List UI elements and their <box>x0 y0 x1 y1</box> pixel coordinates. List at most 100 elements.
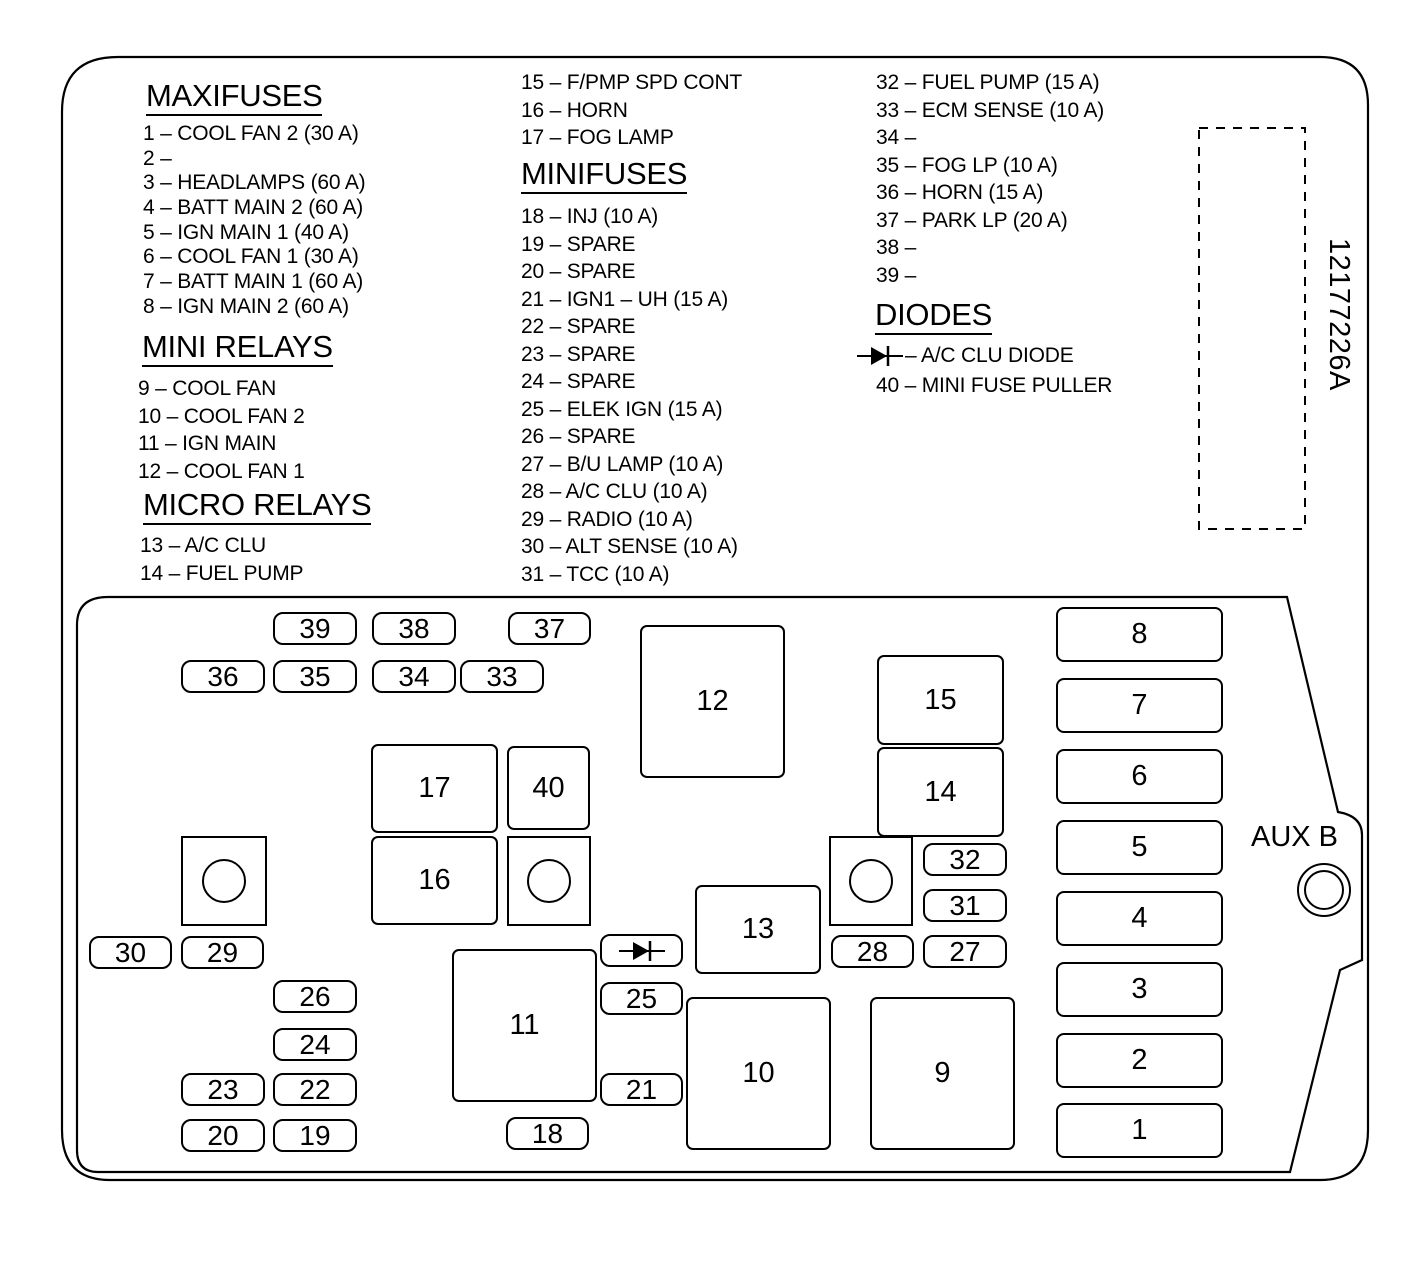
minifuse-slot-19[interactable]: 19 <box>273 1119 357 1152</box>
list-item: 19 – SPARE <box>521 232 636 256</box>
minifuse-slot-39[interactable]: 39 <box>273 612 357 645</box>
maxifuse-slot-6[interactable]: 6 <box>1056 749 1223 804</box>
list-item: 12 – COOL FAN 1 <box>138 459 305 483</box>
list-item: 39 – <box>876 263 917 287</box>
minifuse-slot-31[interactable]: 31 <box>923 889 1007 922</box>
list-item: 18 – INJ (10 A) <box>521 205 659 228</box>
maxifuse-slot-1[interactable]: 1 <box>1056 1103 1223 1158</box>
minifuse-slot-22[interactable]: 22 <box>273 1073 357 1106</box>
list-item: 28 – A/C CLU (10 A) <box>521 480 708 503</box>
relay-slot-14[interactable]: 14 <box>877 747 1004 837</box>
list-item: 13 – A/C CLU <box>140 534 266 557</box>
list-item: 8 – IGN MAIN 2 (60 A) <box>143 294 349 318</box>
relay-slot-9[interactable]: 9 <box>870 997 1015 1150</box>
minifuses-list-b: 32 – FUEL PUMP (15 A) 33 – ECM SENSE (10… <box>876 69 1104 289</box>
minifuse-slot-34[interactable]: 34 <box>372 660 456 693</box>
list-item: 5 – IGN MAIN 1 (40 A) <box>143 220 349 244</box>
list-item: 4 – BATT MAIN 2 (60 A) <box>143 196 364 220</box>
diode-slot[interactable] <box>600 934 683 967</box>
list-item: 27 – B/U LAMP (10 A) <box>521 452 724 476</box>
part-number: 12177226A <box>1323 238 1355 391</box>
mounting-hole-right <box>829 836 913 926</box>
diode-legend-item: – A/C CLU DIODE <box>857 343 1074 369</box>
list-item: 15 – F/PMP SPD CONT <box>521 71 743 94</box>
relay-slot-13[interactable]: 13 <box>695 885 821 974</box>
minifuse-slot-30[interactable]: 30 <box>89 936 172 969</box>
diode-legend-text: – A/C CLU DIODE <box>905 344 1074 367</box>
list-item: 17 – FOG LAMP <box>521 126 674 149</box>
maxifuse-slot-7[interactable]: 7 <box>1056 678 1223 733</box>
list-item: 7 – BATT MAIN 1 (60 A) <box>143 270 364 294</box>
maxifuse-slot-2[interactable]: 2 <box>1056 1033 1223 1088</box>
aux-b-label: AUX B <box>1251 821 1339 853</box>
mounting-hole-left <box>181 836 267 926</box>
minifuse-slot-32[interactable]: 32 <box>923 843 1007 876</box>
list-item: 38 – <box>876 236 917 259</box>
minifuses-list-a: 18 – INJ (10 A) 19 – SPARE 20 – SPARE 21… <box>521 203 738 588</box>
list-item: 29 – RADIO (10 A) <box>521 507 693 531</box>
list-item: 10 – COOL FAN 2 <box>138 404 305 428</box>
minifuse-slot-27[interactable]: 27 <box>923 935 1007 968</box>
minifuse-slot-23[interactable]: 23 <box>181 1073 265 1106</box>
list-item: 33 – ECM SENSE (10 A) <box>876 98 1105 122</box>
relay-slot-16[interactable]: 16 <box>371 836 498 925</box>
maxifuse-slot-3[interactable]: 3 <box>1056 962 1223 1017</box>
puller-legend: 40 – MINI FUSE PULLER <box>876 372 1112 400</box>
maxifuses-list: 1 – COOL FAN 2 (30 A) 2 – 3 – HEADLAMPS … <box>143 122 366 320</box>
minifuse-slot-18[interactable]: 18 <box>506 1117 589 1150</box>
maxifuses-heading: MAXIFUSES <box>146 80 323 116</box>
list-item: 25 – ELEK IGN (15 A) <box>521 397 723 421</box>
diode-icon <box>618 940 665 961</box>
minifuses-heading: MINIFUSES <box>521 158 687 194</box>
minifuse-slot-24[interactable]: 24 <box>273 1028 357 1061</box>
minifuse-slot-35[interactable]: 35 <box>273 660 357 693</box>
minifuse-slot-33[interactable]: 33 <box>460 660 544 693</box>
list-item: 31 – TCC (10 A) <box>521 562 670 586</box>
maxifuse-slot-8[interactable]: 8 <box>1056 607 1223 662</box>
relay-slot-17[interactable]: 17 <box>371 744 498 833</box>
minifuse-slot-38[interactable]: 38 <box>372 612 456 645</box>
list-item: 34 – <box>876 126 917 149</box>
maxifuse-slot-4[interactable]: 4 <box>1056 891 1223 946</box>
list-item: 37 – PARK LP (20 A) <box>876 208 1068 232</box>
micro-relays-heading: MICRO RELAYS <box>143 489 372 525</box>
list-item: 23 – SPARE <box>521 342 636 366</box>
list-item: 22 – SPARE <box>521 315 636 338</box>
list-item: 6 – COOL FAN 1 (30 A) <box>143 245 359 269</box>
list-item: 16 – HORN <box>521 98 628 122</box>
minifuse-slot-37[interactable]: 37 <box>508 612 591 645</box>
list-item: 3 – HEADLAMPS (60 A) <box>143 171 366 195</box>
list-item: 36 – HORN (15 A) <box>876 181 1044 204</box>
list-item: 20 – SPARE <box>521 260 636 283</box>
mounting-hole-center <box>507 836 591 926</box>
relay-slot-10[interactable]: 10 <box>686 997 831 1150</box>
minifuse-slot-28[interactable]: 28 <box>831 935 914 968</box>
minifuse-slot-20[interactable]: 20 <box>181 1119 265 1152</box>
list-item: 11 – IGN MAIN <box>138 432 277 455</box>
micro-relays-list-a: 13 – A/C CLU 14 – FUEL PUMP <box>140 532 304 587</box>
list-item: 2 – <box>143 146 172 170</box>
relay-slot-12[interactable]: 12 <box>640 625 785 778</box>
relay-slot-15[interactable]: 15 <box>877 655 1004 745</box>
minifuse-slot-25[interactable]: 25 <box>600 982 683 1015</box>
diode-icon <box>857 346 903 366</box>
list-item: 24 – SPARE <box>521 370 636 393</box>
list-item: 30 – ALT SENSE (10 A) <box>521 535 738 558</box>
diodes-heading: DIODES <box>875 299 992 335</box>
list-item: 1 – COOL FAN 2 (30 A) <box>143 122 359 145</box>
list-item: 40 – MINI FUSE PULLER <box>876 374 1113 397</box>
mini-relays-heading: MINI RELAYS <box>142 331 333 367</box>
list-item: 9 – COOL FAN <box>138 377 277 400</box>
list-item: 14 – FUEL PUMP <box>140 561 304 585</box>
minifuse-slot-29[interactable]: 29 <box>181 936 264 969</box>
list-item: 26 – SPARE <box>521 425 636 448</box>
minifuse-slot-26[interactable]: 26 <box>273 980 357 1013</box>
puller-slot-40[interactable]: 40 <box>507 746 590 830</box>
mini-relays-list: 9 – COOL FAN 10 – COOL FAN 2 11 – IGN MA… <box>138 375 305 485</box>
minifuse-slot-36[interactable]: 36 <box>181 660 265 693</box>
list-item: 35 – FOG LP (10 A) <box>876 153 1058 177</box>
relay-slot-11[interactable]: 11 <box>452 949 597 1102</box>
minifuse-slot-21[interactable]: 21 <box>600 1073 683 1106</box>
maxifuse-slot-5[interactable]: 5 <box>1056 820 1223 875</box>
